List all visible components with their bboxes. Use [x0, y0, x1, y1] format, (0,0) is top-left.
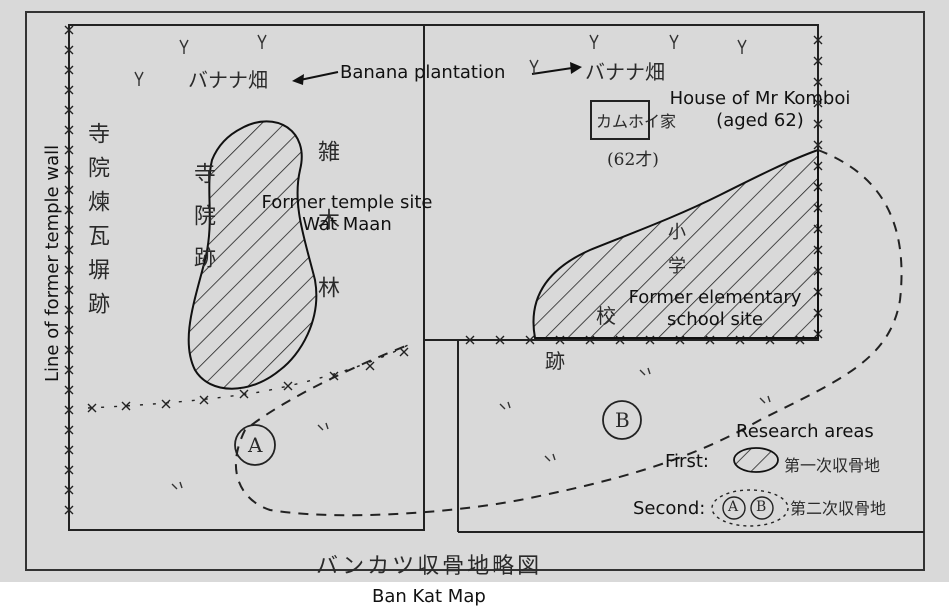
temple-site-label-line1: Former temple site [261, 192, 433, 213]
banana-arrow-left [299, 71, 339, 81]
temple-site-jp: 寺院跡 [190, 162, 215, 288]
wall-x-marker [64, 425, 74, 435]
wall-x-marker [813, 119, 823, 129]
wall-x-marker [64, 225, 74, 235]
wall-x-marker [525, 335, 535, 345]
wall-x-marker [64, 125, 74, 135]
temple-wall-jp: 寺院煉瓦塀跡 [84, 122, 109, 326]
wall-x-marker [87, 403, 97, 413]
wall-x-marker [813, 77, 823, 87]
first-collection-jp: 第一次収骨地 [784, 456, 881, 475]
banana-jp-right: バナナ畑 [585, 60, 665, 84]
house-label-line2: (aged 62) [716, 110, 804, 131]
school-jp-mid: 校 [596, 304, 616, 328]
first-label: First: [665, 451, 709, 472]
map-title-jp: バンカツ収骨地略図 [316, 554, 543, 579]
area-b-label: B [615, 408, 630, 432]
school-site-area [532, 148, 819, 339]
wall-x-marker [465, 335, 475, 345]
wall-x-marker [813, 35, 823, 45]
area-b-circle [602, 400, 642, 440]
wall-x-marker [161, 399, 171, 409]
wall-x-marker [495, 335, 505, 345]
wall-x-marker [199, 395, 209, 405]
banana-plantation-label: Banana plantation [340, 62, 506, 83]
wall-x-marker [64, 245, 74, 255]
wall-x-marker [399, 347, 409, 357]
wall-x-marker [365, 361, 375, 371]
banana-arrow-right [531, 67, 573, 75]
second-collection-jp: 第二次収骨地 [790, 499, 887, 518]
school-site-label-line1: Former elementary [628, 287, 802, 308]
temple-site-area [187, 120, 318, 390]
second-b-label: B [756, 499, 767, 515]
wall-x-marker [64, 305, 74, 315]
wall-x-marker [121, 401, 131, 411]
temple-wall-label: Line of former temple wall [42, 144, 63, 382]
wall-x-marker [64, 405, 74, 415]
map-drawing [25, 11, 925, 571]
wall-x-marker [64, 265, 74, 275]
school-site-label: Former elementary school site [600, 287, 830, 331]
wall-x-marker [64, 505, 74, 515]
plant-marks [134, 34, 771, 490]
wall-x-marker [64, 385, 74, 395]
map-caption: Ban Kat Map [372, 586, 486, 607]
mixed-forest-jp: 雑木林 [314, 140, 339, 344]
wall-x-marker [64, 325, 74, 335]
research-boundary-dashed [235, 149, 903, 517]
sketch-map: バナナ畑 バナナ畑 カムホイ家 (62才) 寺院煉瓦塀跡 寺院跡 雑木林 小学 … [0, 0, 949, 582]
school-jp-top: 小学 [665, 222, 686, 290]
wall-x-marker [64, 145, 74, 155]
second-label: Second: [633, 498, 706, 519]
wall-x-marker [64, 105, 74, 115]
wall-x-marker [64, 285, 74, 295]
wall-x-marker [64, 25, 74, 35]
wall-x-marker [64, 205, 74, 215]
temple-site-label-line2: Wat Maan [302, 214, 392, 235]
legend-second-outline [711, 489, 789, 527]
wall-x-marker [64, 165, 74, 175]
wall-x-marker [813, 98, 823, 108]
research-areas-label: Research areas [736, 421, 874, 442]
wall-x-marker [64, 65, 74, 75]
legend-first-symbol [733, 447, 779, 473]
wall-x-marker [283, 381, 293, 391]
area-a-circle [234, 424, 276, 466]
wall-x-marker [64, 465, 74, 475]
wall-x-marker [64, 485, 74, 495]
second-a-label: A [728, 499, 739, 515]
house-label: House of Mr Komboi (aged 62) [640, 88, 880, 132]
house-box [590, 100, 650, 140]
banana-jp-left: バナナ畑 [188, 68, 268, 92]
lower-right-enclosure [457, 339, 818, 532]
house-jp: カムホイ家 [596, 112, 677, 131]
school-jp-bottom: 跡 [545, 349, 565, 373]
area-a-label: A [248, 433, 263, 457]
wall-x-marker [64, 45, 74, 55]
wall-x-marker [64, 365, 74, 375]
temple-site-label: Former temple site Wat Maan [232, 192, 462, 236]
wall-x-marker [813, 140, 823, 150]
age-jp: (62才) [607, 150, 659, 170]
wall-x-marker [813, 56, 823, 66]
wall-x-marker [64, 345, 74, 355]
wall-x-marker [64, 185, 74, 195]
outer-frame [25, 11, 925, 571]
dotted-wall-line [87, 344, 409, 409]
school-site-label-line2: school site [667, 309, 763, 330]
wall-x-marker [64, 445, 74, 455]
wall-x-marker [64, 85, 74, 95]
house-label-line1: House of Mr Komboi [669, 88, 851, 109]
